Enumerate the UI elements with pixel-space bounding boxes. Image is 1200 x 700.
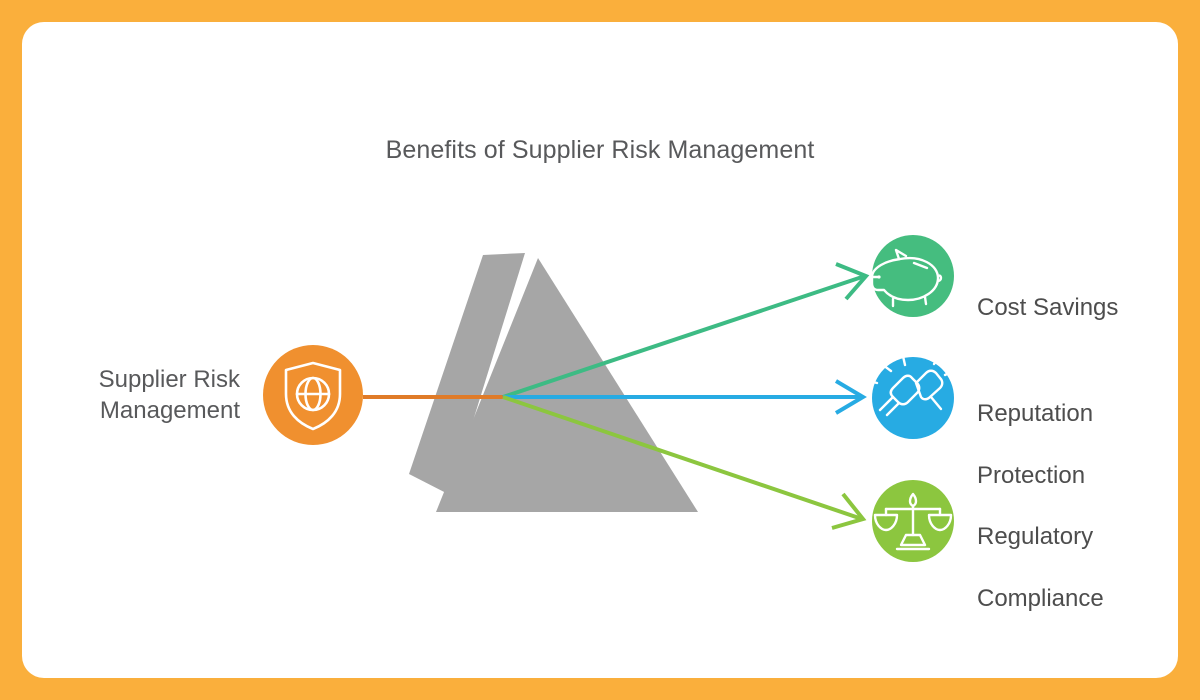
white-card	[22, 22, 1178, 678]
benefit-label-reputation-protection: Reputation Protection	[977, 367, 1093, 522]
source-node-label: Supplier Risk Management	[0, 364, 240, 426]
regulatory-label-line-2: Compliance	[977, 585, 1104, 612]
benefit-node-regulatory-compliance[interactable]	[872, 480, 954, 562]
benefit-label-cost-savings: Cost Savings	[977, 261, 1118, 354]
arrow-to-reputation-protection	[503, 379, 867, 415]
reputation-label-line-2: Protection	[977, 462, 1086, 489]
piggy-bank-icon	[870, 248, 943, 308]
regulatory-label-line-1: Regulatory	[977, 523, 1094, 550]
arrow-to-regulatory-compliance	[502, 395, 867, 530]
page-title: Benefits of Supplier Risk Management	[385, 136, 815, 164]
source-label-line-2: Management	[99, 397, 240, 424]
handshake-icon	[867, 354, 955, 417]
prism-front-face	[436, 258, 698, 512]
arrow-to-cost-savings	[502, 262, 870, 399]
balance-scales-icon	[873, 492, 953, 551]
benefit-node-cost-savings[interactable]	[870, 235, 954, 317]
prism-group	[409, 253, 698, 512]
source-label-line-1: Supplier Risk	[98, 366, 240, 393]
prism-back-face	[409, 253, 525, 495]
source-node[interactable]	[263, 345, 363, 445]
reputation-label-line-1: Reputation	[977, 400, 1094, 427]
shield-globe-icon	[284, 361, 342, 431]
cost-savings-label-line: Cost Savings	[977, 294, 1119, 321]
benefit-label-regulatory-compliance: Regulatory Compliance	[977, 490, 1104, 645]
benefit-node-reputation-protection[interactable]	[867, 354, 955, 439]
